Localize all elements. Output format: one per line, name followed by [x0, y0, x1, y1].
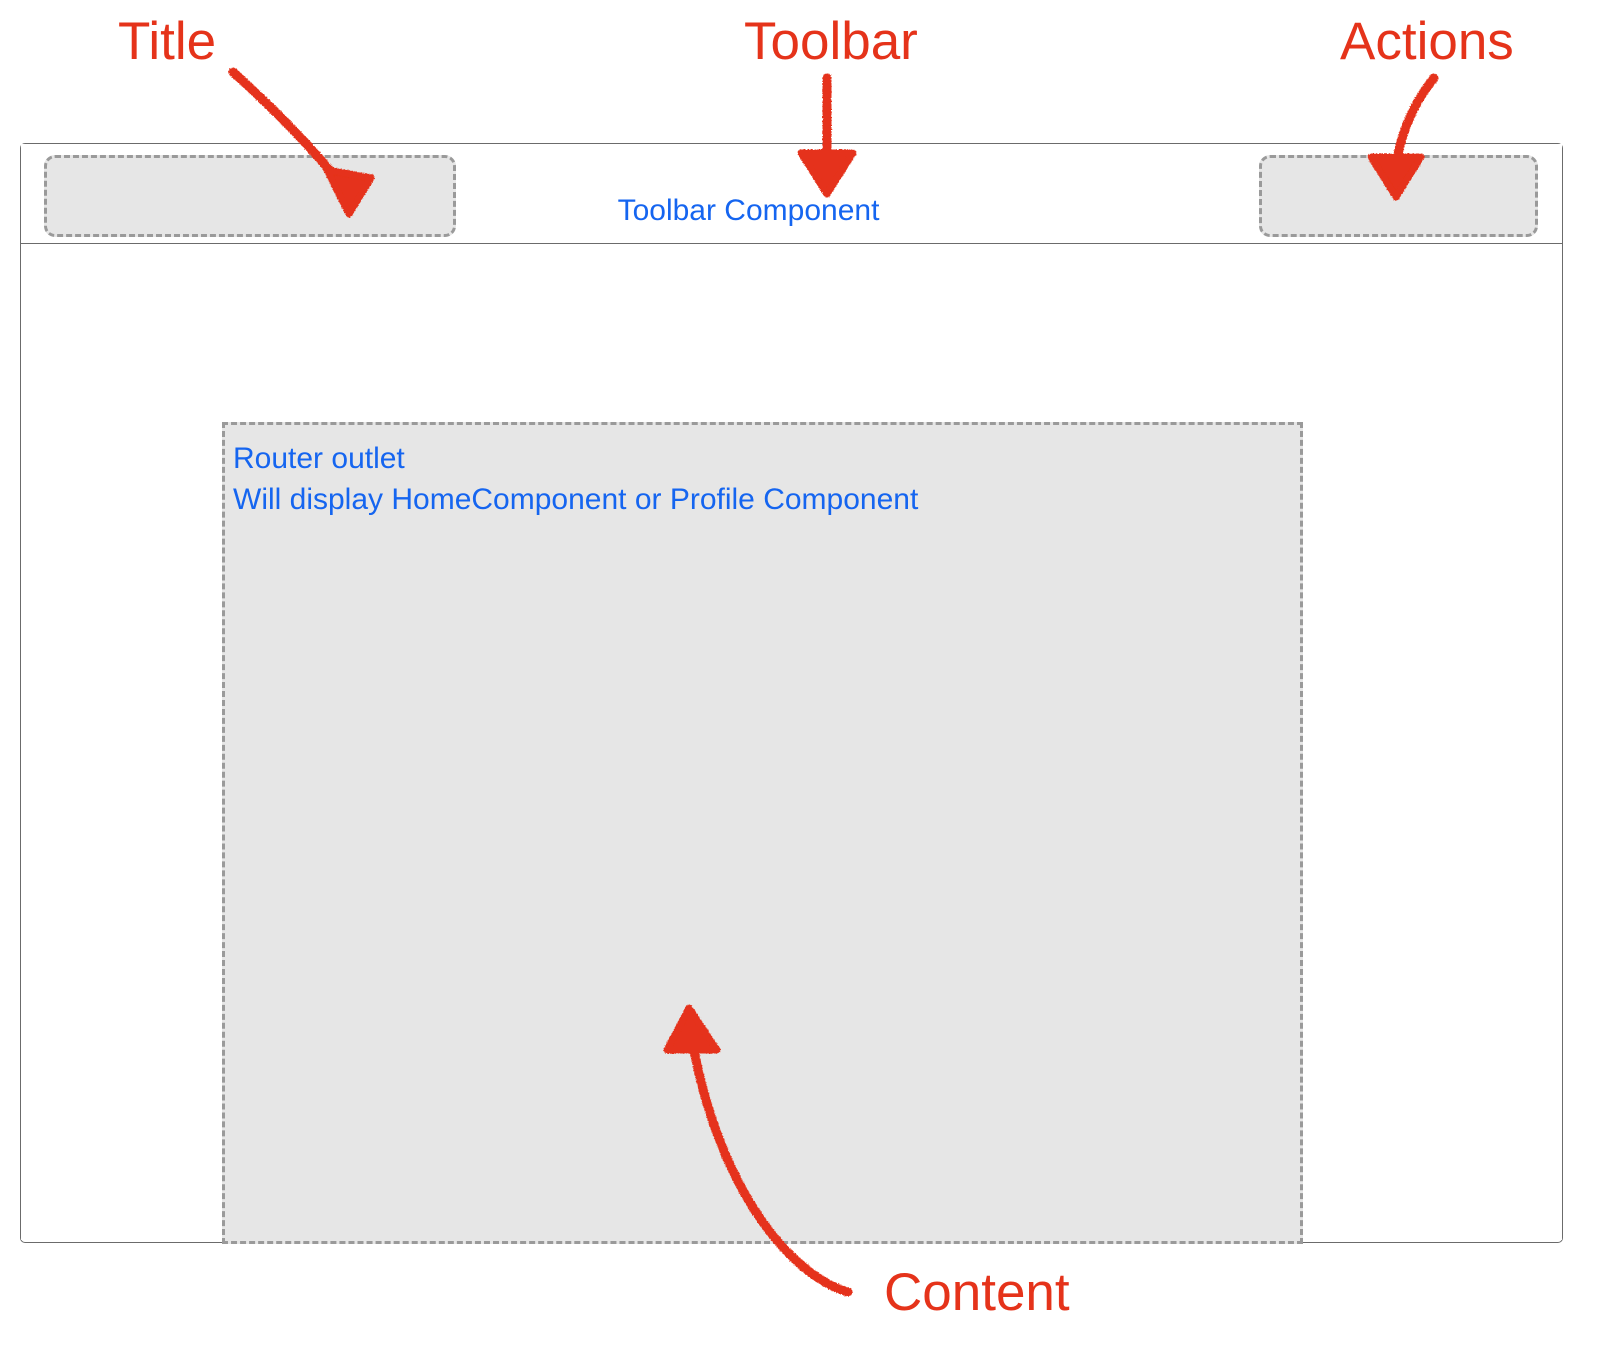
toolbar-actions-slot[interactable] [1259, 155, 1538, 237]
toolbar-title-slot[interactable] [44, 155, 456, 237]
toolbar-region: Toolbar Component [21, 144, 1562, 244]
app-body-region: Router outlet Will display HomeComponent… [21, 244, 1562, 1244]
annotation-label-toolbar: Toolbar [744, 12, 918, 71]
toolbar-component-caption-text: Toolbar Component [617, 194, 880, 227]
annotation-label-actions: Actions [1340, 12, 1514, 71]
router-outlet-slot[interactable]: Router outlet Will display HomeComponent… [222, 422, 1303, 1244]
router-outlet-line-1: Router outlet [233, 442, 405, 475]
annotation-label-content: Content [884, 1263, 1070, 1322]
app-window-frame: Toolbar Component Router outlet Will dis… [20, 143, 1563, 1244]
router-outlet-line-2: Will display HomeComponent or Profile Co… [233, 482, 919, 516]
annotation-label-title: Title [118, 12, 217, 71]
